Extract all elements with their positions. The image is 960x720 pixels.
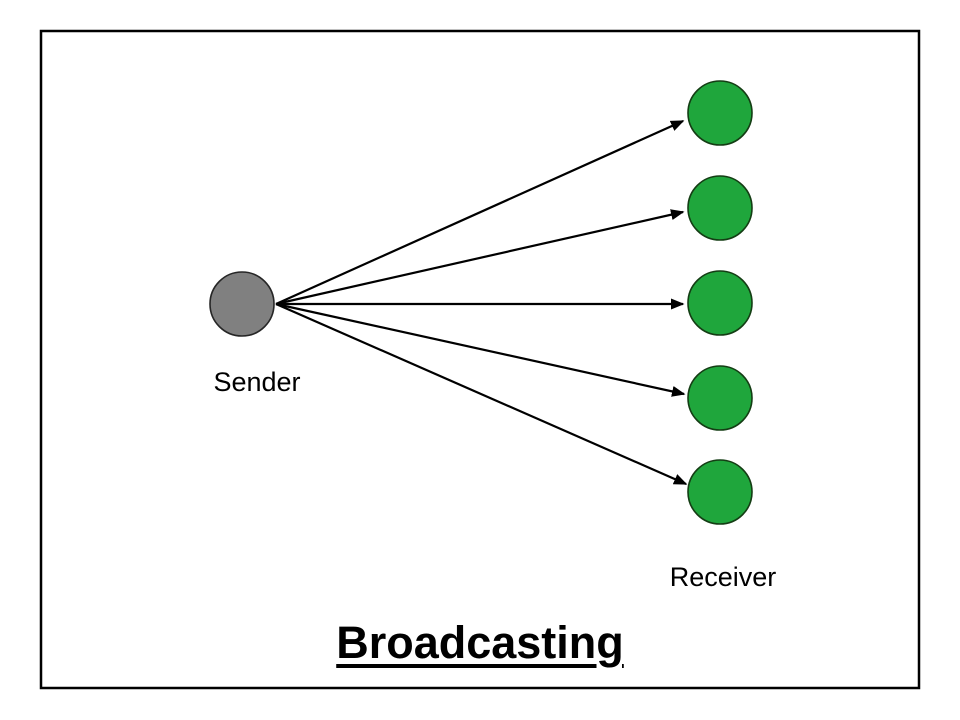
broadcast-arrow-2 xyxy=(275,209,685,306)
receiver-node-2 xyxy=(687,175,753,241)
slide-title: Broadcasting xyxy=(336,617,624,668)
broadcast-arrow-1 xyxy=(275,119,685,306)
sender-node xyxy=(209,271,275,337)
receiver-node-1 xyxy=(687,80,753,146)
sender-label: Sender xyxy=(213,367,301,397)
receiver-node-5 xyxy=(687,459,753,525)
broadcast-arrow-5 xyxy=(275,302,688,486)
broadcast-arrows xyxy=(275,119,688,486)
slide-frame xyxy=(39,29,921,690)
diagram-nodes xyxy=(209,80,753,525)
receiver-node-4 xyxy=(687,365,753,431)
receiver-label: Receiver xyxy=(669,562,777,592)
receiver-node-3 xyxy=(687,270,753,336)
broadcast-arrow-4 xyxy=(275,302,686,397)
